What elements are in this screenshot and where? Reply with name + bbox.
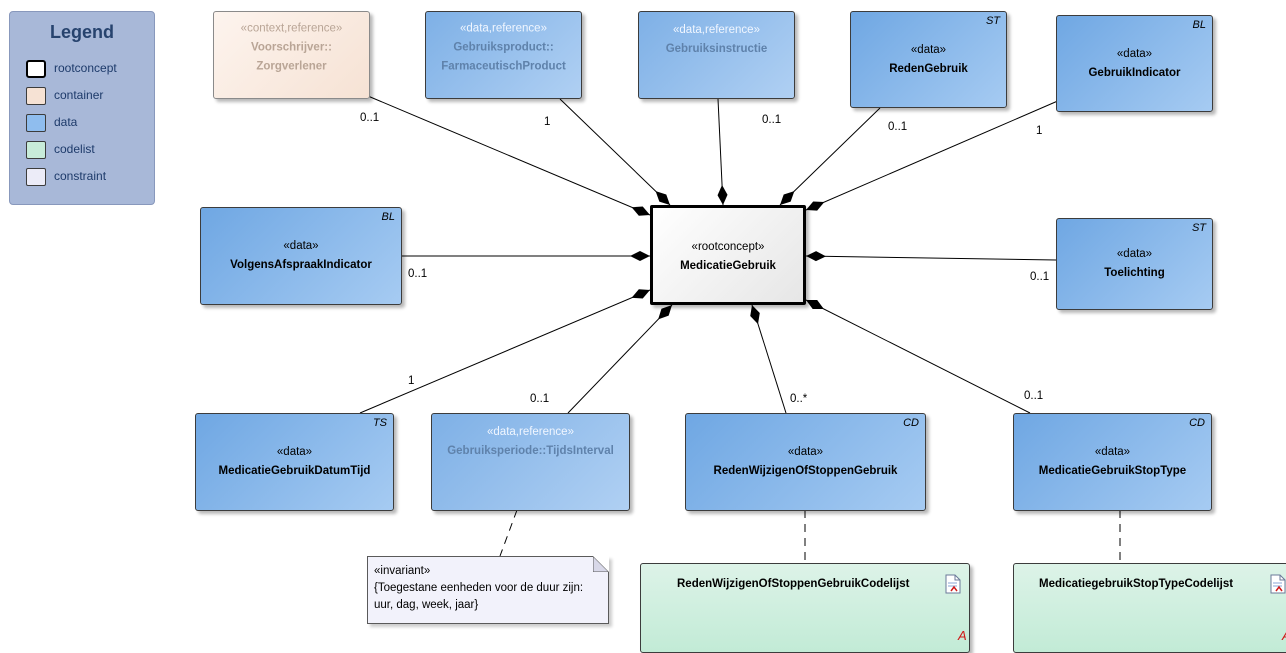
- stereotype: «data,reference»: [460, 22, 547, 35]
- note-line: {Toegestane eenheden voor de duur zijn:: [374, 582, 584, 594]
- stereotype: «context,reference»: [240, 22, 343, 35]
- class-name: MedicatieGebruikDatumTijd: [218, 465, 371, 477]
- invariant-note[interactable]: «invariant» {Toegestane eenheden voor de…: [367, 556, 609, 624]
- class-redengebruik[interactable]: ST «data» RedenGebruik: [850, 11, 1007, 108]
- legend-swatch-container: [26, 87, 46, 105]
- stereotype: «data»: [283, 240, 319, 252]
- class-voorschrijver[interactable]: «context,reference» Voorschrijver:: Zorg…: [213, 11, 370, 99]
- multiplicity-volgensafspraak: 0..1: [408, 268, 428, 280]
- class-name: RedenGebruik: [889, 62, 968, 75]
- class-name: Gebruiksperiode::TijdsInterval: [447, 445, 614, 457]
- abstract-mark: A: [1282, 628, 1286, 643]
- multiplicity-redenwijzigen: 0..*: [790, 393, 808, 405]
- note-fold-corner: [593, 556, 609, 572]
- class-toelichting[interactable]: ST «data» Toelichting: [1056, 218, 1213, 310]
- stereotype: «data»: [1094, 446, 1131, 458]
- assoc-gebruikindicator: [805, 99, 1061, 211]
- stereotype: «data,reference»: [673, 24, 760, 36]
- class-name-cont: FarmaceutischProduct: [441, 60, 566, 73]
- dep-note: [499, 509, 518, 557]
- note-line: «invariant»: [374, 565, 431, 577]
- class-name: VolgensAfspraakIndicator: [230, 259, 372, 271]
- class-gebruiksperiode[interactable]: «data,reference» Gebruiksperiode::TijdsI…: [431, 413, 630, 511]
- multiplicity-gebruiksinstructie: 0..1: [762, 114, 782, 126]
- assoc-redenwijzigen: [750, 304, 787, 414]
- class-name: MedicatieGebruik: [680, 260, 776, 272]
- multiplicity-redengebruik: 0..1: [888, 121, 908, 133]
- class-name: Voorschrijver::: [251, 41, 332, 54]
- class-name: Toelichting: [1104, 267, 1165, 279]
- legend-swatch-data: [26, 114, 46, 132]
- class-datumtijd[interactable]: TS «data» MedicatieGebruikDatumTijd: [195, 413, 394, 511]
- legend-label: container: [54, 88, 104, 102]
- multiplicity-gebruiksproduct: 1: [544, 116, 551, 128]
- class-name: GebruikIndicator: [1088, 66, 1181, 79]
- note-line: uur, dag, week, jaar}: [374, 599, 479, 611]
- class-name-cont: Zorgverlener: [256, 60, 327, 73]
- class-redenwijzigen[interactable]: CD «data» RedenWijzigenOfStoppenGebruik: [685, 413, 926, 511]
- legend: Legend rootconcept container data codeli…: [9, 11, 155, 205]
- stereotype: «rootconcept»: [691, 241, 765, 253]
- legend-label: constraint: [54, 169, 107, 183]
- class-volgensafspraak[interactable]: BL «data» VolgensAfspraakIndicator: [200, 207, 402, 305]
- document-icon: [1270, 574, 1286, 594]
- legend-label: codelist: [54, 142, 95, 156]
- assoc-gebruiksperiode: [567, 304, 673, 414]
- document-icon: [945, 574, 961, 594]
- multiplicity-stoptype: 0..1: [1024, 390, 1044, 402]
- class-medicatiegebruik-root[interactable]: «rootconcept» MedicatieGebruik: [650, 205, 806, 305]
- codelist-name: MedicatiegebruikStopTypeCodelijst: [1039, 578, 1234, 590]
- type-tag: CD: [903, 417, 919, 429]
- assoc-toelichting: [805, 251, 1057, 262]
- multiplicity-datumtijd: 1: [408, 375, 415, 387]
- class-gebruiksinstructie[interactable]: «data,reference» Gebruiksinstructie: [638, 11, 795, 99]
- class-gebruikindicator[interactable]: BL «data» GebruikIndicator: [1056, 15, 1213, 112]
- multiplicity-voorschrijver: 0..1: [360, 112, 380, 124]
- multiplicity-toelichting: 0..1: [1030, 271, 1050, 283]
- codelist-name: RedenWijzigenOfStoppenGebruikCodelijst: [677, 578, 910, 590]
- assoc-stoptype: [805, 299, 1031, 414]
- class-name: MedicatieGebruikStopType: [1038, 465, 1187, 477]
- type-tag: ST: [1191, 222, 1206, 234]
- note-text: «invariant» {Toegestane eenheden voor de…: [374, 563, 583, 614]
- assoc-gebruiksproduct: [559, 98, 671, 206]
- assoc-gebruiksinstructie: [717, 98, 728, 206]
- legend-swatch-constraint: [26, 168, 46, 186]
- assoc-datumtijd: [359, 289, 651, 414]
- class-name: RedenWijzigenOfStoppenGebruik: [713, 465, 898, 477]
- stereotype: «data»: [1116, 47, 1153, 60]
- assoc-voorschrijver: [329, 79, 651, 216]
- stereotype: «data»: [910, 43, 947, 56]
- multiplicity-gebruikindicator: 1: [1036, 125, 1043, 137]
- legend-label: rootconcept: [54, 61, 117, 75]
- stereotype: «data,reference»: [487, 426, 574, 438]
- assoc-redengebruik: [779, 107, 881, 206]
- class-name: Gebruiksproduct::: [453, 41, 554, 54]
- stereotype: «data»: [276, 446, 313, 458]
- class-name: Gebruiksinstructie: [665, 43, 768, 55]
- legend-title: Legend: [49, 22, 114, 42]
- class-stoptype[interactable]: CD «data» MedicatieGebruikStopType: [1013, 413, 1212, 511]
- codelist-stoptype[interactable]: MedicatiegebruikStopTypeCodelijst A: [1013, 563, 1286, 653]
- class-gebruiksproduct[interactable]: «data,reference» Gebruiksproduct:: Farma…: [425, 11, 582, 99]
- stereotype: «data»: [1116, 248, 1153, 260]
- codelist-redenwijzigen[interactable]: RedenWijzigenOfStoppenGebruikCodelijst A: [640, 563, 970, 653]
- legend-swatch-rootconcept: [26, 60, 46, 78]
- legend-swatch-codelist: [26, 141, 46, 159]
- type-tag: BL: [1192, 19, 1206, 31]
- legend-label: data: [54, 115, 78, 129]
- type-tag: BL: [381, 211, 395, 223]
- stereotype: «data»: [787, 446, 824, 458]
- multiplicity-gebruiksperiode: 0..1: [530, 393, 550, 405]
- type-tag: ST: [985, 15, 1000, 27]
- abstract-mark: A: [958, 628, 967, 643]
- type-tag: TS: [372, 417, 387, 429]
- type-tag: CD: [1189, 417, 1205, 429]
